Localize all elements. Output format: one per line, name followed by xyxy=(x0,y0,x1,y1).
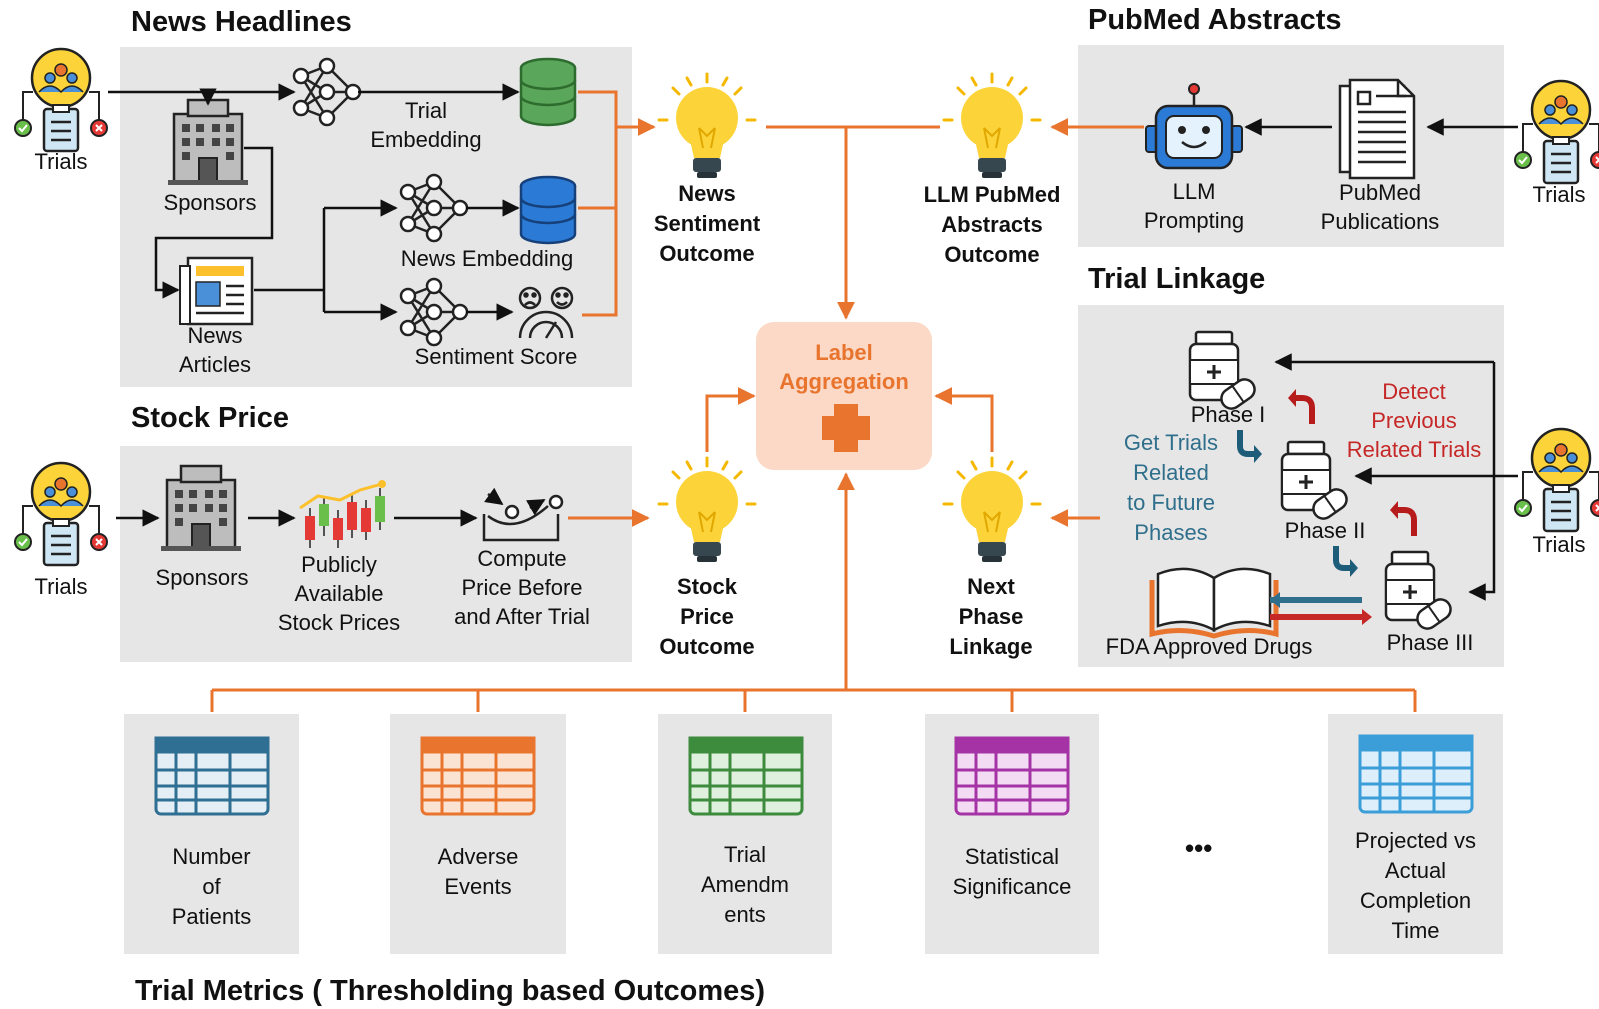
database-icon-blue xyxy=(519,175,577,245)
trial-linkage-title: Trial Linkage xyxy=(1088,263,1266,295)
phase2-label: Phase II xyxy=(1284,518,1366,543)
sponsors-label-stock: Sponsors xyxy=(155,565,249,590)
sentiment-gauge-icon xyxy=(518,286,574,339)
neural-net-icon-sentiment xyxy=(399,277,469,347)
table-icon-trial-amendments xyxy=(688,736,804,816)
phase3-drug-icon xyxy=(1384,550,1456,635)
bulb-icon-stock-price xyxy=(657,456,757,564)
phase1-label: Phase I xyxy=(1190,402,1266,427)
bulb-icon-news-sentiment xyxy=(657,72,757,180)
price-change-icon xyxy=(482,487,564,542)
linkage-arrows xyxy=(1237,389,1417,625)
table-icon-adverse-events xyxy=(420,736,536,816)
table-icon-statistical-significance xyxy=(954,736,1070,816)
trials-label-pubmed: Trials xyxy=(1532,182,1586,207)
pubmed-document-icon xyxy=(1338,78,1416,180)
sentiment-score-label: Sentiment Score xyxy=(414,344,578,369)
neural-net-icon-news xyxy=(399,173,469,243)
news-headlines-title: News Headlines xyxy=(131,6,352,38)
fda-book-icon xyxy=(1149,567,1279,639)
aggregation-plus-icon xyxy=(822,404,870,452)
trials-icon-news xyxy=(13,47,109,153)
bulb-icon-llm-pubmed xyxy=(942,72,1042,180)
database-icon-green xyxy=(519,57,577,127)
robot-icon xyxy=(1145,83,1243,170)
phase3-label: Phase III xyxy=(1386,630,1474,655)
table-icon-number-of-patients xyxy=(154,736,270,816)
pubmed-abstracts-title: PubMed Abstracts xyxy=(1088,4,1342,36)
fda-approved-drugs-label: FDA Approved Drugs xyxy=(1105,634,1313,659)
more-metrics-ellipsis: ••• xyxy=(1185,833,1213,863)
trials-icon-linkage xyxy=(1513,427,1599,533)
bulb-icon-next-phase xyxy=(942,456,1042,564)
candlestick-chart-icon xyxy=(299,480,386,548)
trials-label-linkage: Trials xyxy=(1532,532,1586,557)
news-embedding-label: News Embedding xyxy=(400,246,574,271)
sponsors-building-icon-stock xyxy=(159,464,243,553)
sponsors-label-news: Sponsors xyxy=(163,190,257,215)
news-articles-icon xyxy=(179,256,254,326)
stock-price-title: Stock Price xyxy=(131,402,289,434)
trial-metrics-title: Trial Metrics ( Thresholding based Outco… xyxy=(135,975,766,1007)
trials-icon-pubmed xyxy=(1513,79,1599,185)
trials-icon-stock xyxy=(13,461,109,567)
neural-net-icon-trial xyxy=(292,57,362,127)
trials-label-news: Trials xyxy=(34,149,88,174)
sponsors-building-icon-news xyxy=(166,98,250,187)
table-icon-projected-vs-actual xyxy=(1358,734,1474,814)
trials-label-stock: Trials xyxy=(34,574,88,599)
